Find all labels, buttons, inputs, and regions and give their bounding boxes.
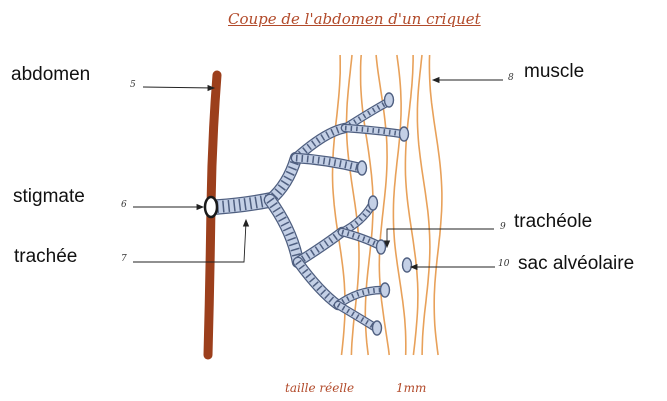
sac-alveolaire: [369, 196, 378, 210]
number-6: 6: [121, 200, 127, 210]
number-10: 10: [498, 259, 509, 269]
muscle-fiber: [405, 55, 418, 355]
sac-alveolaire: [400, 127, 409, 141]
muscle-fiber: [393, 55, 405, 355]
scale-value: 1mm: [396, 381, 426, 395]
label-abdomen: abdomen: [11, 64, 90, 86]
label-muscle: muscle: [524, 61, 584, 83]
label-stigmate: stigmate: [13, 186, 85, 208]
sac-alveolaire: [385, 93, 394, 107]
number-8: 8: [508, 73, 514, 83]
label-sac-alveolaire: sac alvéolaire: [518, 253, 634, 275]
sac-alveolaire: [403, 258, 412, 272]
leader-abdomen: [143, 87, 214, 88]
sac-alveolaire: [373, 321, 382, 335]
sac-alveolaire: [358, 161, 367, 175]
number-9: 9: [500, 222, 506, 232]
diagram-title: Coupe de l'abdomen d'un criquet: [228, 10, 481, 28]
number-5: 5: [130, 80, 136, 90]
trachea-tube: [270, 158, 296, 200]
scale-caption: taille réelle: [285, 381, 354, 395]
leader-trachee: [133, 222, 246, 262]
muscle-fiber: [429, 55, 442, 355]
number-7: 7: [121, 254, 127, 264]
arrowhead-muscle: [433, 78, 439, 83]
stigmate-opening: [205, 197, 217, 217]
muscle-fiber: [417, 55, 430, 355]
label-trachee: trachée: [14, 246, 77, 268]
sac-alveolaire: [381, 283, 390, 297]
label-tracheole: trachéole: [514, 211, 592, 233]
leader-lines: [133, 78, 503, 270]
arrowhead-stigmate: [197, 205, 203, 210]
trachea-tube: [345, 102, 388, 128]
sac-alveolaire: [377, 240, 386, 254]
arrowhead-trachee: [244, 220, 249, 226]
